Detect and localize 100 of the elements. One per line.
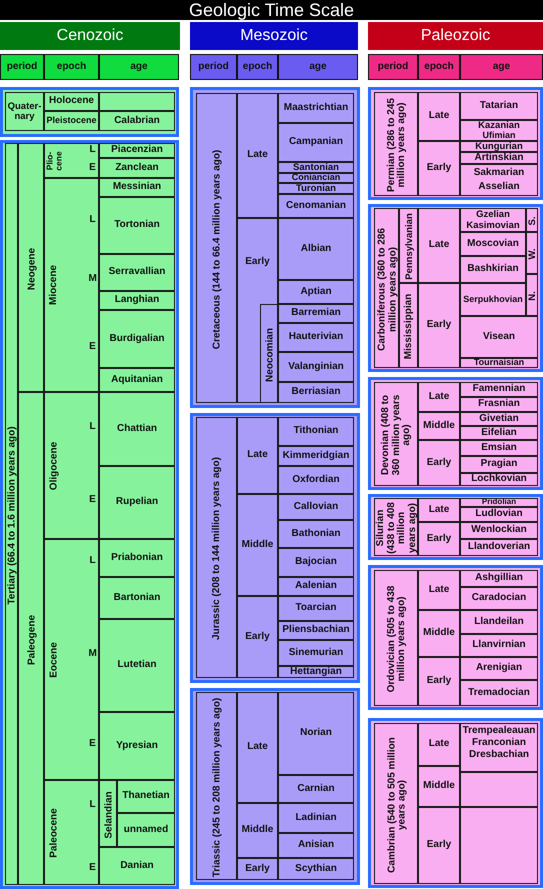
age-label: Anisian	[298, 840, 334, 851]
age-label: Pliensbachian	[282, 625, 350, 636]
subepoch-letter: L	[89, 556, 96, 566]
age-label: Famennian	[472, 384, 526, 395]
subperiod-label: Neogene	[26, 247, 38, 290]
epoch-label: Pleistocene	[46, 116, 96, 126]
age-label: Tithonian	[294, 426, 338, 437]
age-label: Ufimian	[482, 131, 516, 141]
age-label: Arenigian	[476, 663, 522, 674]
age-label: Turonian	[296, 184, 336, 194]
column-heading: period	[6, 62, 38, 72]
age-label: Sakmarian	[474, 168, 524, 178]
age-label: Llanvirnian	[472, 640, 526, 651]
age-label: unnamed	[124, 824, 168, 836]
age-label: Oxfordian	[292, 474, 340, 486]
period-label: Permian (286 to 245 million years ago)	[386, 97, 408, 194]
age-label: Wenlockian	[471, 525, 527, 536]
column-heading: age	[130, 62, 148, 72]
age-label: Lochkovian	[471, 474, 527, 485]
age-label: Burdigalian	[109, 334, 164, 344]
age-label: Scythian	[295, 864, 337, 874]
age-label: Artinskian	[474, 152, 524, 164]
epoch-label: Early	[245, 864, 270, 874]
epoch-label: Early	[245, 632, 270, 642]
age-label: Thanetian	[122, 791, 170, 802]
series-letter: S.	[528, 216, 538, 226]
column-heading: age	[492, 62, 510, 72]
epoch-label: Late	[247, 450, 268, 461]
epoch-label: Plio- cene	[45, 150, 63, 172]
epoch-label: Late	[247, 742, 268, 753]
age-label: Visean	[482, 332, 516, 342]
age-label: Ladinian	[295, 812, 337, 824]
epoch-label: Middle	[423, 781, 455, 792]
period-label: Devonian (408 to 360 million years ago)	[381, 394, 413, 478]
subepoch-letter: M	[88, 648, 96, 660]
age-label: Emsian	[481, 442, 517, 454]
series-letter: W.	[528, 248, 538, 260]
title-bar: Geologic Time Scale	[0, 0, 543, 20]
age-label: Givetian	[479, 414, 519, 424]
epoch-label: Late	[247, 150, 268, 161]
epoch-label: Middle	[242, 540, 274, 550]
age-label: Carnian	[297, 784, 335, 794]
age-label: Aalenian	[295, 581, 337, 592]
age-label: Pragian	[480, 459, 518, 470]
age-label: Ypresian	[116, 740, 158, 752]
period-label: Silurian (438 to 408 million years ago)	[376, 502, 418, 554]
age-label: Llandoverian	[468, 542, 530, 553]
epoch-label: Early	[426, 534, 452, 544]
period-label: Cambrian (540 to 505 million years ago)	[386, 736, 408, 874]
subperiod-label: Paleogene	[26, 614, 38, 665]
epoch-label: Early	[426, 458, 452, 468]
period-label: Triassic (245 to 208 million years ago)	[212, 697, 223, 877]
column-heading: age	[309, 62, 327, 72]
age-label: Toarcian	[296, 603, 336, 614]
age-label: Ludlovian	[475, 509, 523, 520]
age-label: Llandeilan	[474, 616, 524, 628]
age-label: Kazanian	[478, 120, 520, 130]
epoch-label: Late	[428, 504, 450, 516]
age-label: Pridolian	[482, 498, 516, 507]
age-label: Bashkirian	[467, 264, 519, 275]
age-label: Dresbachian	[468, 750, 530, 760]
age-label: Berriasian	[292, 387, 340, 398]
age-label: Danian	[120, 860, 154, 872]
age-label: Zanclean	[115, 162, 159, 174]
age-label: Cenomanian	[286, 200, 346, 212]
age-label: Tatarian	[480, 100, 518, 112]
column-heading: period	[378, 62, 408, 72]
age-label: Selandian	[104, 790, 114, 838]
age-label: Albian	[300, 244, 332, 254]
age-label: Serravallian	[108, 267, 166, 278]
subepoch-letter: L	[89, 145, 96, 156]
column-heading: epoch	[424, 62, 454, 72]
epoch-label: Late	[428, 584, 450, 596]
age-label: Gzelian	[476, 210, 510, 220]
epoch-label: Eocene	[48, 642, 60, 678]
age-label: Campanian	[289, 137, 343, 148]
period-label: Carboniferous (360 to 286 million years ago)	[377, 226, 398, 352]
age-label: Bathonian	[292, 528, 340, 540]
subepoch-letter: L	[89, 214, 96, 226]
age-label: Hettangian	[290, 666, 342, 678]
age-label: Calabrian	[114, 116, 160, 126]
epoch-label: Early	[426, 840, 452, 851]
age-label: Santonian	[293, 162, 339, 172]
epoch-label: Middle	[423, 420, 455, 432]
epoch-label: Late	[428, 739, 450, 750]
period-label: Jurassic (208 to 144 million years ago)	[212, 457, 223, 640]
age-label: Trempealeauan	[462, 726, 536, 736]
subepoch-letter: L	[89, 800, 96, 810]
subperiod-label: Pennsylvanian	[404, 213, 414, 280]
age-label: Rupelian	[116, 497, 158, 508]
epoch-label: Middle	[242, 825, 274, 836]
age-label: Kungurian	[475, 142, 523, 152]
age-label: Asselian	[478, 182, 520, 192]
age-label: Bajocian	[295, 557, 337, 568]
series-letter: N.	[528, 291, 538, 301]
age-label: Langhian	[114, 295, 160, 306]
period-label: Quater- nary	[8, 102, 42, 122]
subepoch-letter: E	[89, 494, 96, 506]
age-label: Messinian	[112, 182, 162, 193]
age-label: Lutetian	[118, 660, 156, 671]
